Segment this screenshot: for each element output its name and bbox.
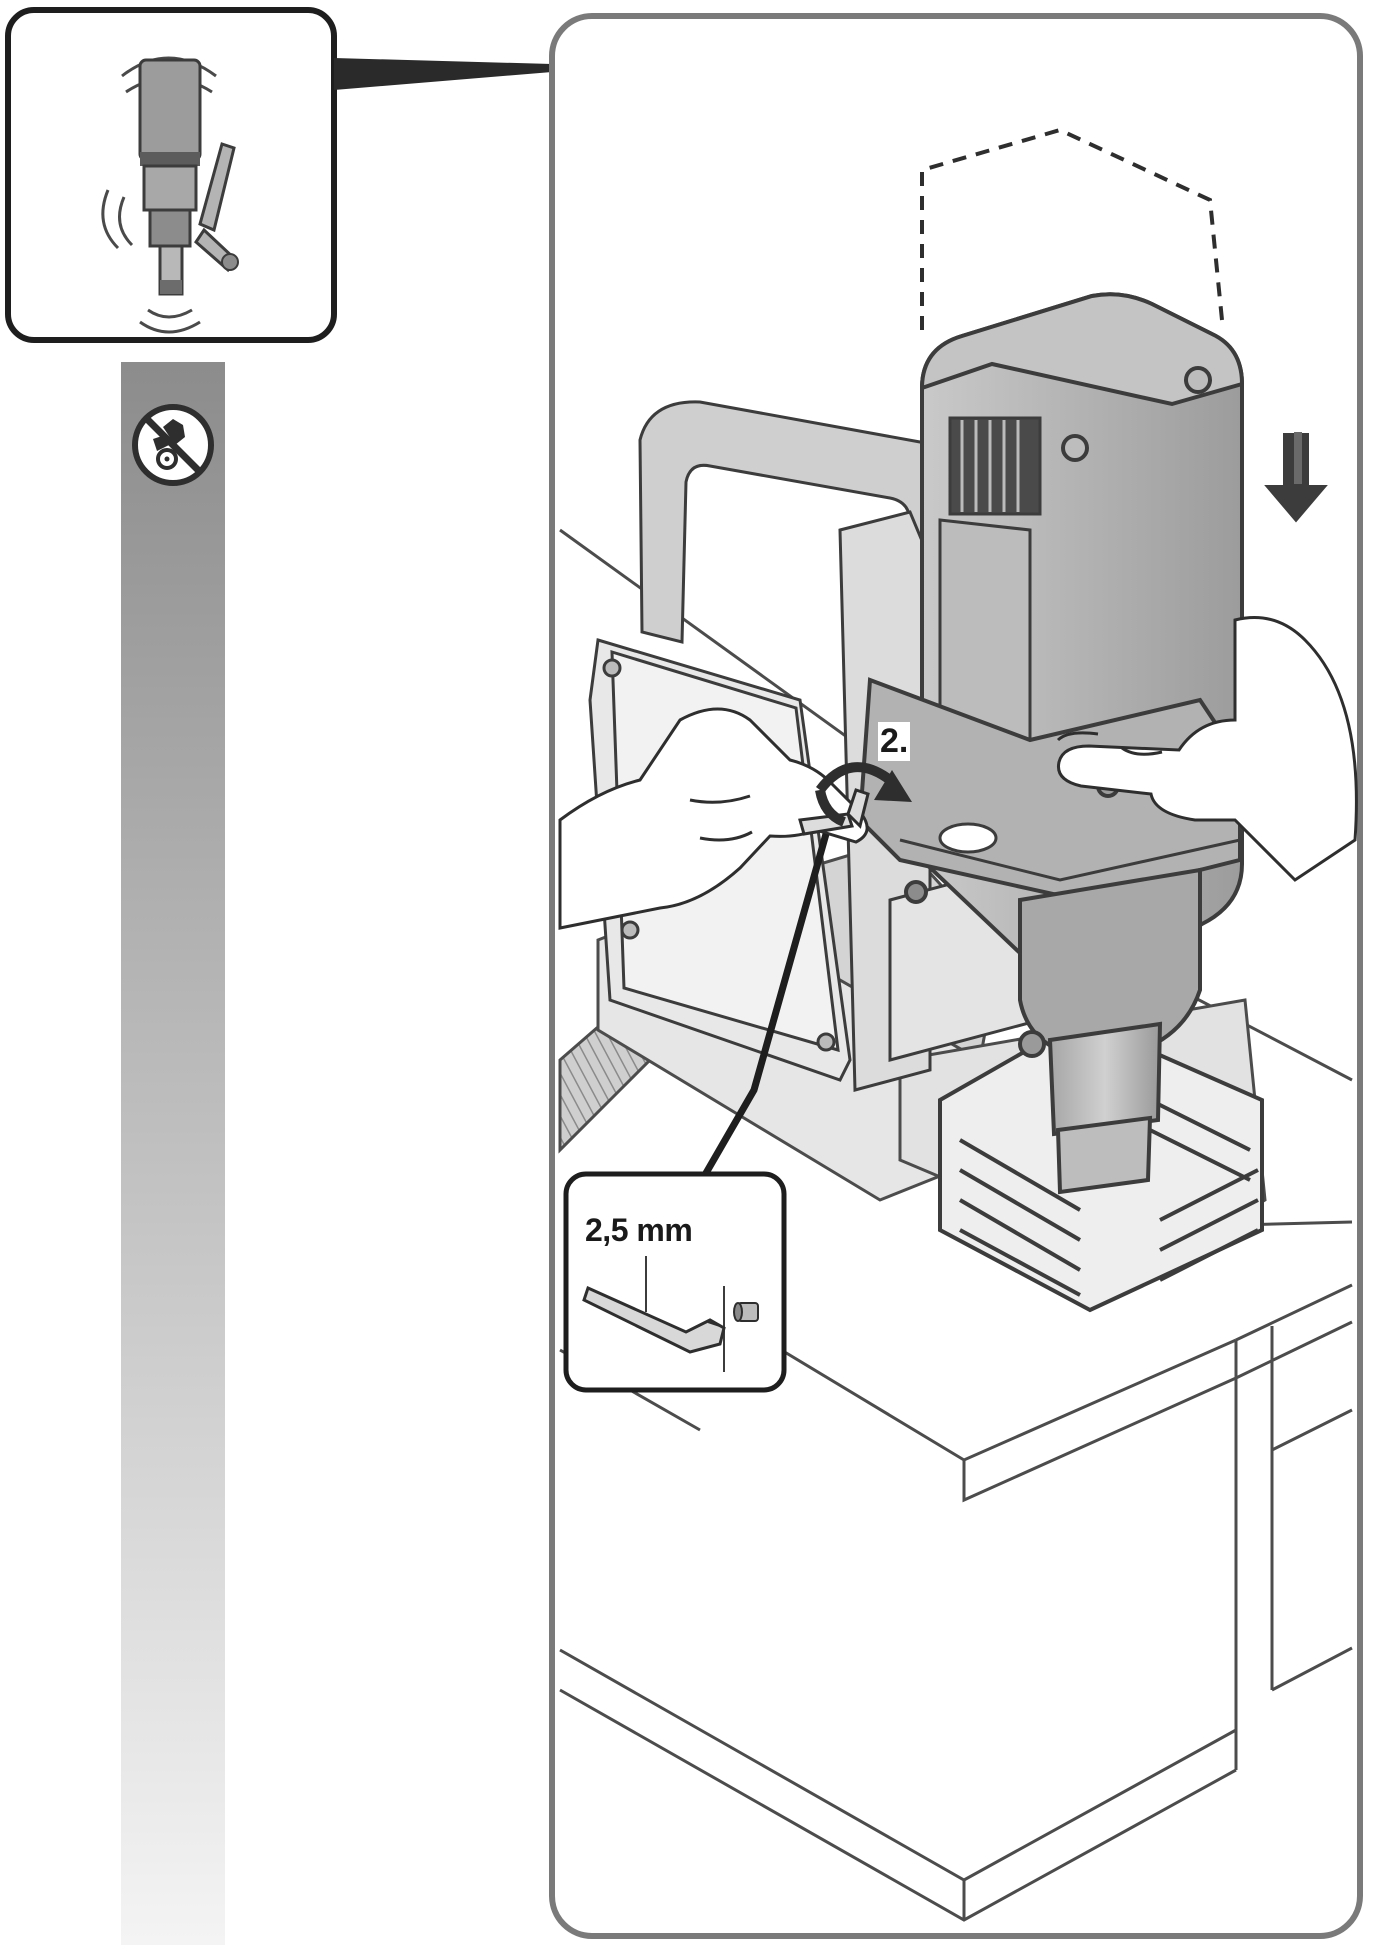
raised-position-outline [920,127,1224,330]
side-strip [121,362,225,1945]
leader-line [698,833,830,1182]
right-hand [1056,616,1358,882]
arrow-down-icon [1259,431,1333,526]
step-label: 2. [878,722,911,761]
hex-key-in-use [798,788,870,836]
tool-inset [563,1171,787,1393]
rotate-arrow-icon [815,762,912,827]
hex-key-icon [582,1285,726,1354]
tool-size-label: 2,5 mm [585,1212,693,1248]
vent-grille [948,416,1042,516]
drill-motor [857,292,1245,1195]
set-screw-icon [733,1302,759,1322]
no-contact-icon [132,404,214,486]
inset-detail-motor [5,7,337,343]
inset-connector [334,58,552,90]
